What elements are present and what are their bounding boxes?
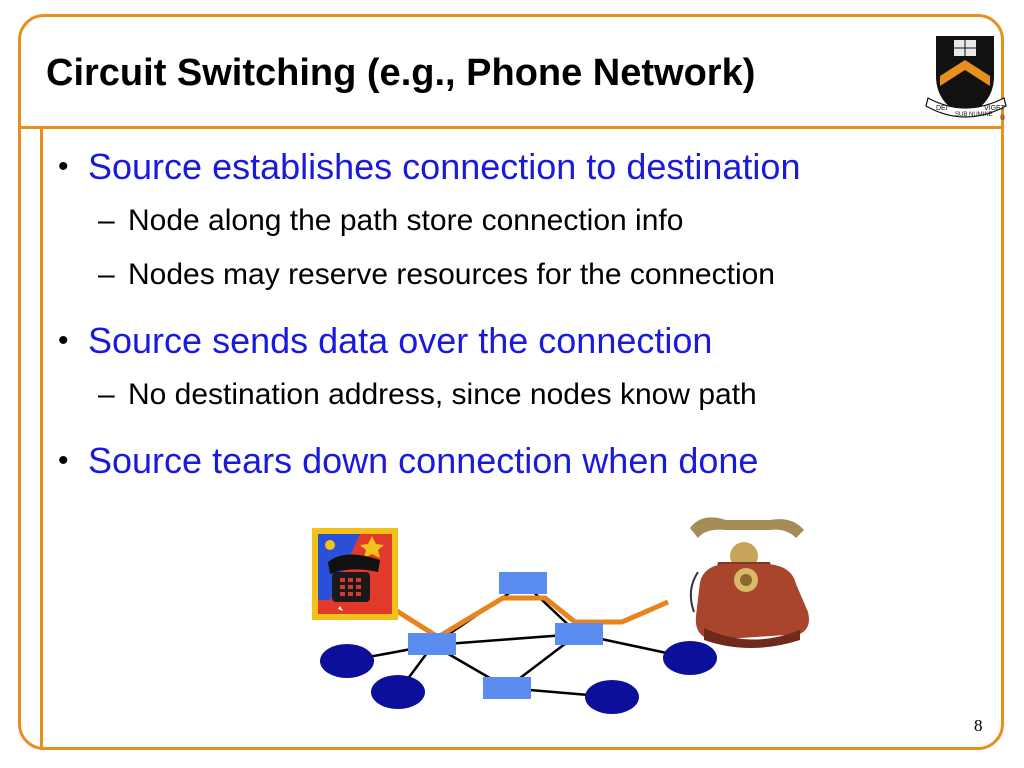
bullet-1: • Source establishes connection to destin… [58, 140, 1008, 194]
registered-mark: ® [1000, 114, 1006, 122]
bullet-3: • Source tears down connection when done [58, 434, 1008, 488]
circuit-path [390, 595, 669, 640]
motto-left: DEI [936, 105, 948, 112]
dash-icon: – [98, 258, 115, 291]
bullet-3-text: Source tears down connection when done [88, 440, 759, 481]
page-number: 8 [974, 716, 983, 735]
sub-bullet-1-2-text: Nodes may reserve resources for the conn… [128, 258, 775, 291]
circuit-network-diagram [312, 517, 809, 714]
antique-phone-icon [689, 517, 809, 648]
dash-icon: – [98, 204, 115, 237]
dash-icon: – [98, 378, 115, 411]
sub-bullet-2-1: –No destination address, since nodes kno… [58, 368, 1008, 422]
sub-bullet-1-1: –Node along the path store connection in… [58, 194, 1008, 248]
princeton-shield-icon: DEI SUB NUMINE VIGET ® [925, 36, 1007, 122]
host-node [585, 680, 639, 714]
host-node [663, 641, 717, 675]
host-node [320, 644, 374, 678]
title-divider [18, 126, 1004, 129]
sub-bullet-2-1-text: No destination address, since nodes know… [128, 378, 757, 411]
bullet-dot-icon: • [58, 444, 69, 477]
bullet-1-text: Source establishes connection to destina… [88, 146, 801, 187]
left-divider [40, 126, 43, 750]
sub-bullet-1-1-text: Node along the path store connection inf… [128, 204, 684, 237]
bullet-list: • Source establishes connection to destin… [58, 140, 1008, 488]
bullet-2: • Source sends data over the connection [58, 314, 1008, 368]
motto-middle: SUB NUMINE [955, 112, 993, 118]
phone-clipart-icon [312, 528, 398, 620]
switch-node [408, 633, 456, 655]
bullet-dot-icon: • [58, 150, 69, 183]
bullet-2-text: Source sends data over the connection [88, 320, 713, 361]
sub-bullet-1-2: –Nodes may reserve resources for the con… [58, 248, 1008, 302]
bullet-dot-icon: • [58, 324, 69, 357]
motto-right: VIGET [984, 105, 1006, 112]
host-node [371, 675, 425, 709]
switch-node [483, 677, 531, 699]
slide-frame [18, 14, 1004, 750]
switch-node [499, 572, 547, 594]
slide-title: Circuit Switching (e.g., Phone Network) [46, 52, 756, 94]
switch-node [555, 623, 603, 645]
